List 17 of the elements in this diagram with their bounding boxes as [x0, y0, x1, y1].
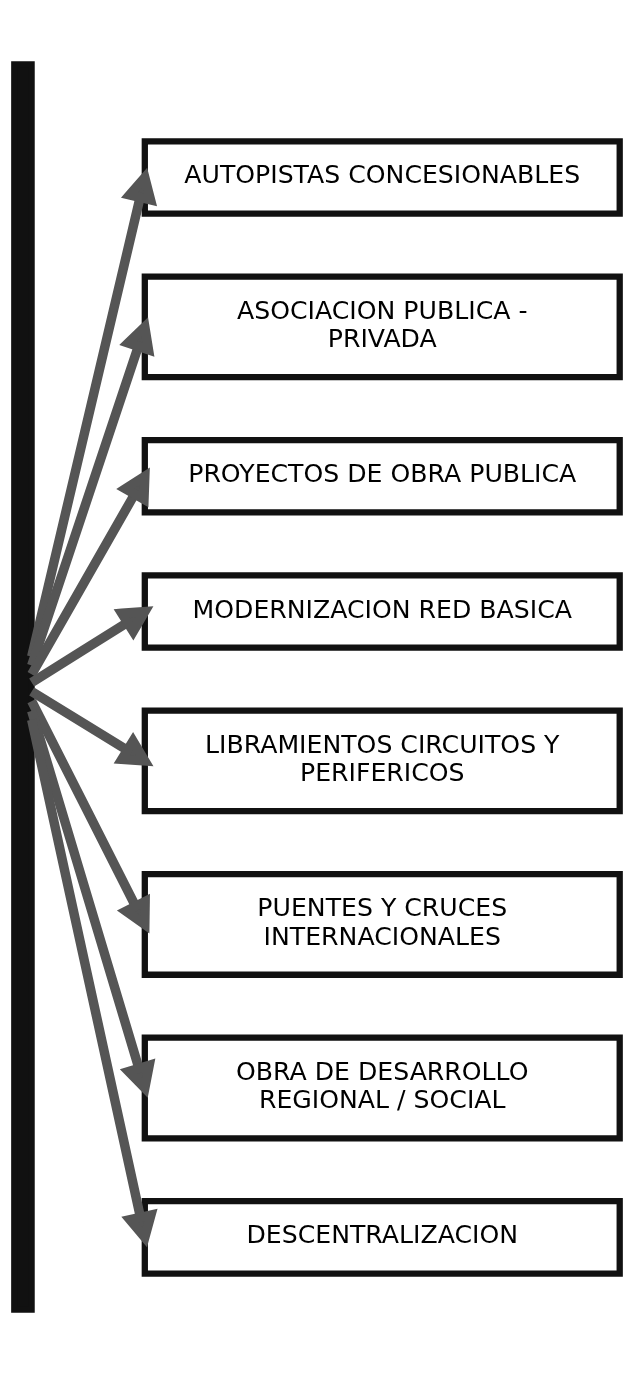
node-box: OBRA DE DESARROLLO REGIONAL / SOCIAL: [141, 1034, 623, 1141]
arrow: [27, 316, 155, 667]
node-box: DESCENTRALIZACION: [141, 1197, 623, 1277]
node-bar: [11, 60, 35, 1313]
arrow: [27, 698, 150, 933]
node-box: AUTOPISTAS CONCESIONABLES: [141, 137, 623, 217]
node-box: PUENTES Y CRUCES INTERNACIONALES: [141, 870, 623, 978]
arrow: [27, 709, 156, 1098]
arrow: [29, 686, 154, 766]
arrow: [27, 466, 150, 677]
node-box: LIBRAMIENTOS CIRCUITOS Y PERIFERICOS: [141, 706, 623, 814]
node-box: MODERNIZACION RED BASICA: [141, 571, 623, 651]
arrow: [27, 167, 158, 658]
arrow: [29, 605, 154, 686]
arrow: [27, 718, 158, 1247]
node-box: PROYECTOS DE OBRA PUBLICA: [141, 436, 623, 516]
node-box: ASOCIACION PUBLICA - PRIVADA: [141, 272, 623, 380]
